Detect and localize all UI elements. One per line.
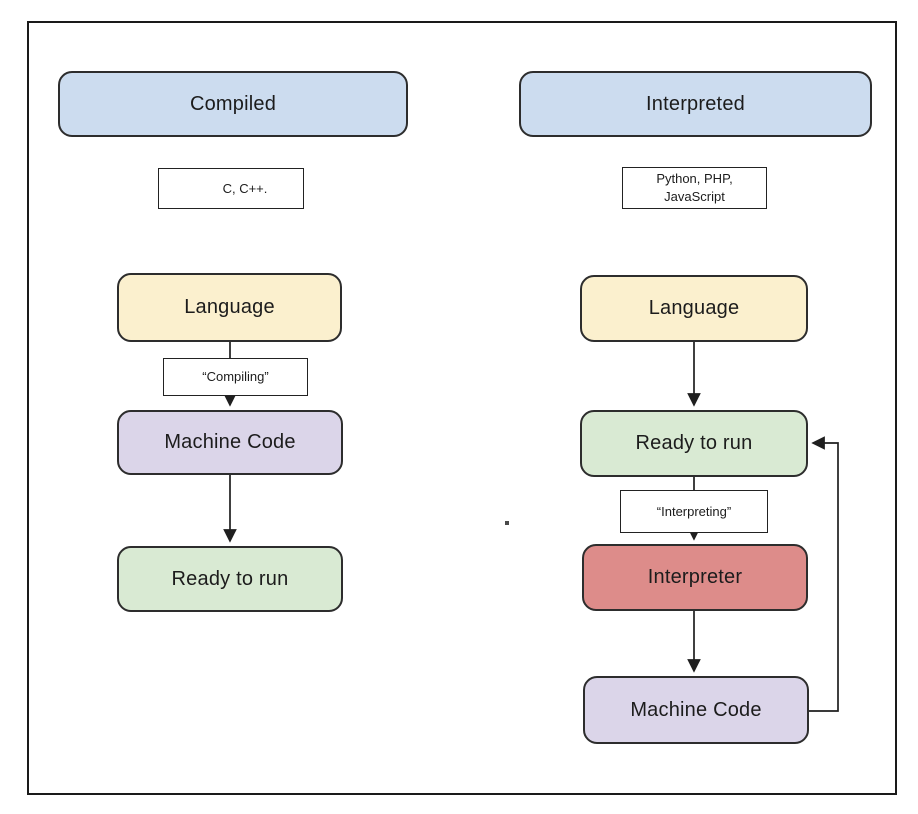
compiled-language-node: Language — [117, 273, 342, 342]
interpreted-header-label: Interpreted — [646, 92, 745, 115]
interpreted-machine-code-node: Machine Code — [583, 676, 809, 744]
outer-frame — [27, 21, 897, 795]
interpreted-examples-line2: JavaScript — [664, 189, 725, 204]
interpreted-examples-line1: Python, PHP, — [656, 171, 733, 187]
interpreter-label: Interpreter — [647, 566, 743, 588]
interpreted-language-node: Language — [580, 275, 808, 342]
interpreting-label-box: “Interpreting” — [620, 490, 768, 533]
interpreted-ready-label: Ready to run — [635, 432, 753, 454]
interpreter-node: Interpreter — [582, 544, 808, 611]
interpreting-label: “Interpreting” — [656, 503, 732, 519]
interpreted-examples-box: Python, PHP, JavaScript — [622, 167, 767, 209]
compiled-machine-code-label: Machine Code — [164, 431, 296, 453]
interpreted-ready-node: Ready to run — [580, 410, 808, 477]
interpreted-header-node: Interpreted — [519, 71, 872, 137]
interpreted-language-label: Language — [648, 297, 740, 319]
compiled-header-label: Compiled — [189, 92, 277, 115]
compiled-examples-label: C, C++. — [222, 180, 268, 196]
stray-dot-artifact — [505, 521, 509, 525]
compiled-header-node: Compiled — [58, 71, 408, 137]
compiled-ready-node: Ready to run — [117, 546, 343, 612]
compiling-label: “Compiling” — [202, 369, 269, 385]
compiled-ready-label: Ready to run — [171, 567, 289, 590]
compiled-language-label: Language — [184, 296, 275, 318]
compiled-machine-code-node: Machine Code — [117, 410, 343, 475]
interpreted-machine-code-label: Machine Code — [630, 698, 762, 721]
compiled-examples-box: C, C++. — [158, 168, 304, 209]
compiling-label-box: “Compiling” — [163, 358, 308, 396]
